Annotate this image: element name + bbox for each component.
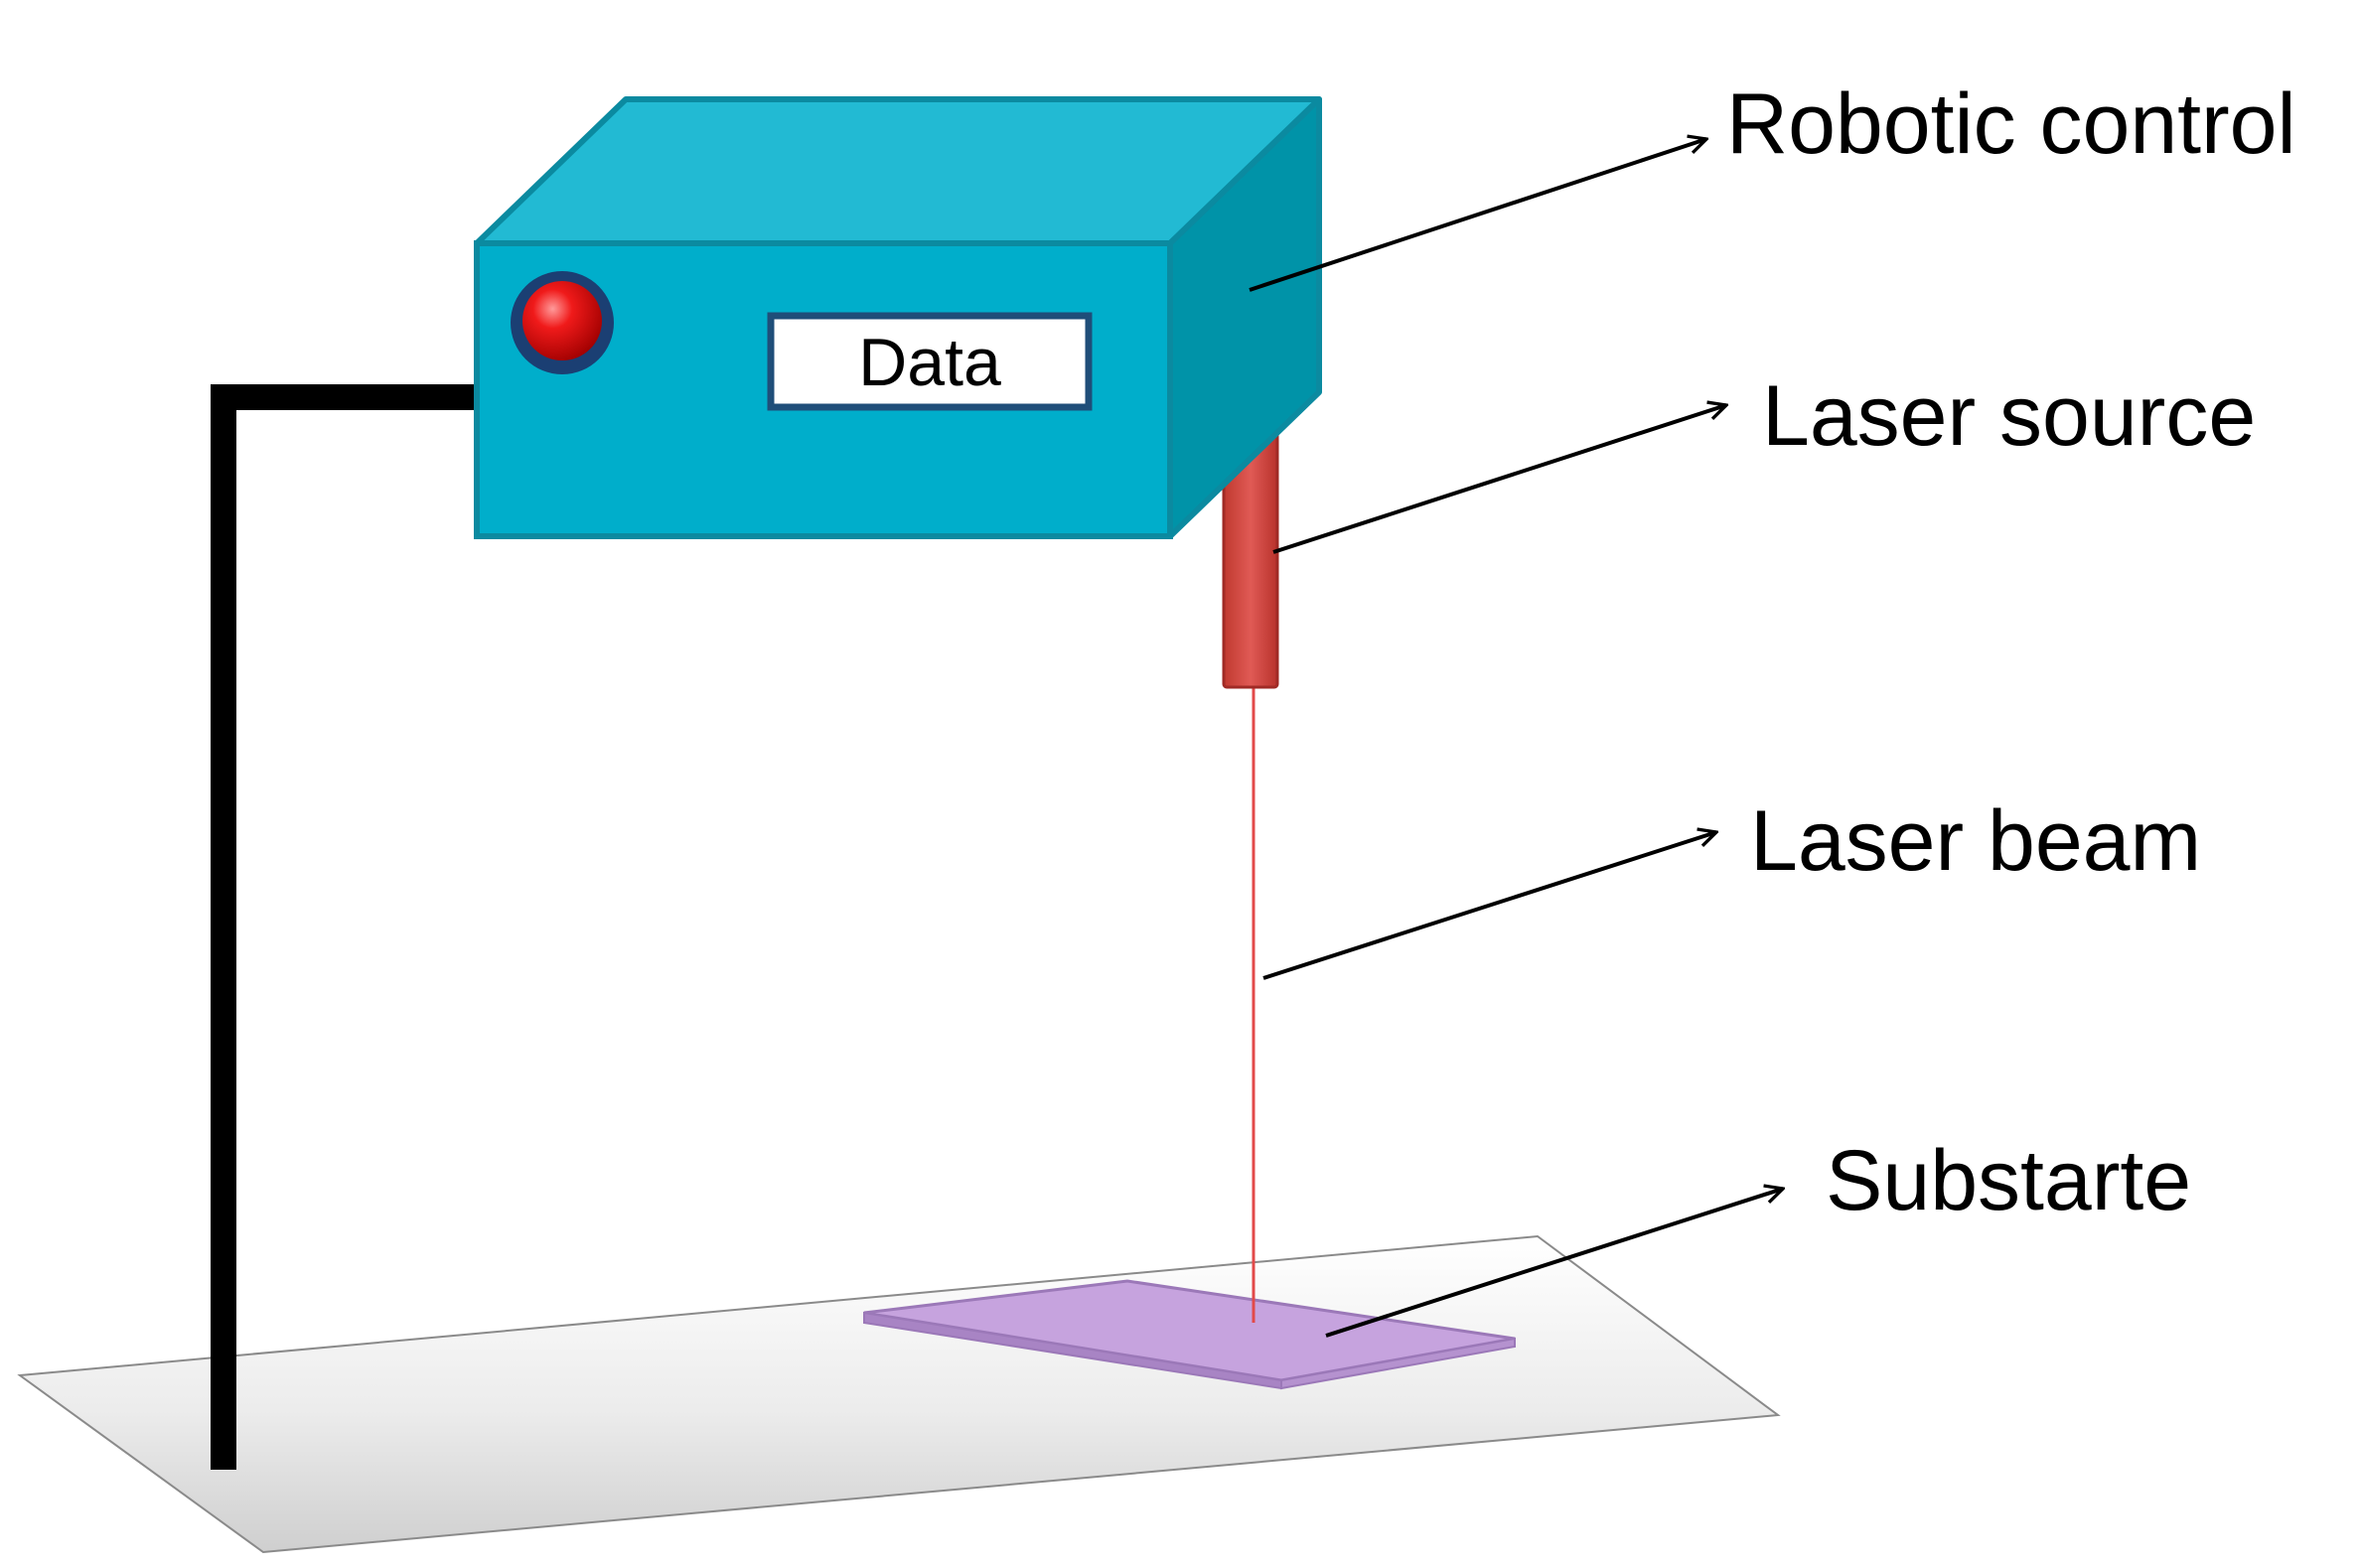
floor-plane bbox=[17, 1234, 1781, 1554]
substrate-callout-arrow bbox=[1325, 1189, 1783, 1338]
indicator-light bbox=[522, 281, 602, 360]
data-display-label: Data bbox=[858, 325, 1001, 400]
robotic-control-label: Robotic control bbox=[1726, 76, 2296, 172]
robotic-control-callout-arrow bbox=[1249, 139, 1706, 292]
laser-beam-callout-arrow bbox=[1262, 832, 1716, 980]
substrate-label: Substarte bbox=[1826, 1133, 2191, 1228]
substrate-plate bbox=[863, 1279, 1516, 1390]
laser-beam-label: Laser beam bbox=[1750, 793, 2201, 889]
support-stand bbox=[211, 384, 477, 1470]
laser-source-label: Laser source bbox=[1762, 368, 2256, 464]
data-display bbox=[767, 312, 1093, 411]
robotic-control-box: Data bbox=[474, 96, 1322, 539]
laser-source-callout-arrow bbox=[1272, 405, 1726, 554]
